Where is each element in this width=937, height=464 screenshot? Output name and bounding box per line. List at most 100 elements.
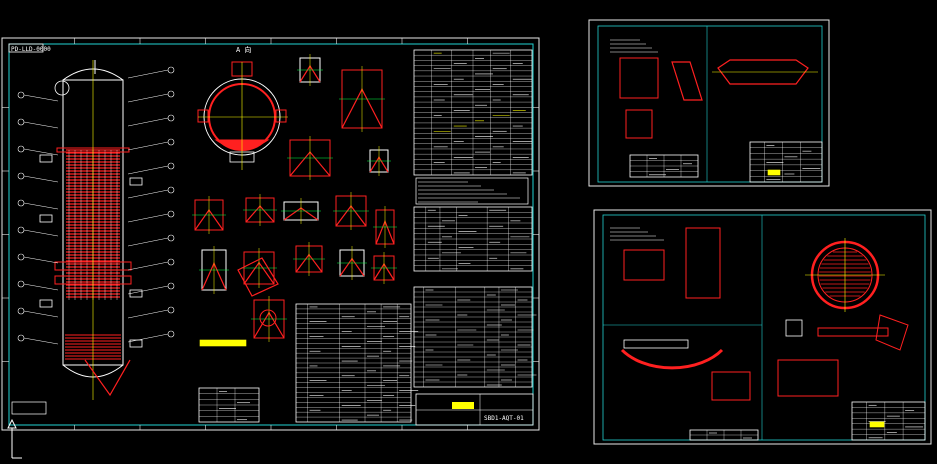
detail-view [339, 66, 385, 132]
side-nozzle [39, 154, 53, 163]
callout-balloon [17, 253, 25, 261]
leader-line-left [23, 175, 59, 183]
title-block-highlight [452, 402, 474, 409]
sheet3-small-table [689, 429, 759, 441]
detail-view [192, 196, 226, 234]
callout-balloon [167, 114, 175, 122]
right-nozzle [275, 109, 287, 123]
parts-list-b [295, 303, 419, 423]
callout-balloon [167, 306, 175, 314]
leader-line-left [23, 256, 59, 264]
sheet2-flange-section [619, 57, 659, 99]
callout-balloon [17, 145, 25, 153]
side-nozzle [129, 177, 143, 186]
leader-line-left [23, 229, 59, 237]
detail-view [333, 192, 369, 230]
nozzle-table [413, 206, 533, 272]
leader-line-right [127, 165, 169, 175]
detail-view [337, 246, 367, 280]
corner-stamp [11, 401, 47, 415]
technical-notes-box [415, 177, 529, 205]
detail-view [251, 296, 287, 342]
sheet3-small-detail [785, 319, 803, 337]
sheet2-highlight [767, 169, 781, 176]
detail-view [241, 248, 277, 288]
parts-list-a [413, 286, 537, 388]
callout-balloon [167, 282, 175, 290]
detail-view [297, 54, 323, 86]
main-title-tag: PD-LLD-0000 [11, 46, 51, 53]
sheet3-plate [623, 339, 689, 349]
leader-line-right [127, 69, 169, 79]
left-nozzle [197, 109, 209, 123]
sheet3-outer-frame [593, 209, 932, 445]
callout-balloon [167, 330, 175, 338]
detail-view [281, 198, 321, 224]
drawing-number: SBD1-AQT-01 [484, 415, 524, 422]
detail-sheet-3 [593, 209, 932, 445]
sheet3-section-3 [711, 371, 751, 401]
sheet3-section-5 [875, 314, 909, 351]
sheet2-long-part [717, 59, 809, 85]
leader-line-left [23, 202, 59, 210]
main-title-tag-box [8, 43, 44, 53]
leader-line-right [127, 213, 169, 223]
sheet2-inner-frame [597, 25, 823, 183]
leader-line-right [127, 237, 169, 247]
sheet2-small-table [629, 154, 699, 178]
side-nozzle [39, 214, 53, 223]
detail-view [367, 146, 391, 176]
side-nozzle [39, 299, 53, 308]
leader-line-right [127, 141, 169, 151]
top-nozzle-flange [54, 80, 70, 96]
leader-line-left [23, 283, 59, 291]
highlight-strip [199, 339, 247, 347]
sheet3-details [603, 215, 926, 441]
callout-balloon [167, 162, 175, 170]
detail-view [199, 246, 229, 294]
main-title-block: SBD1-AQT-01 [415, 393, 534, 426]
callout-balloon [167, 66, 175, 74]
section-a-view: A 向 [197, 45, 288, 170]
callout-balloon [17, 118, 25, 126]
detail-ring [259, 309, 277, 327]
main-drawing-sheet: PD-LLD-0000 A 向 SBD1-AQT-01 [1, 37, 540, 431]
sheet3-highlight [869, 421, 885, 428]
sheet2-title-block-border [749, 141, 823, 183]
detail-sheet-2 [588, 19, 830, 187]
detail-view [371, 252, 397, 284]
leader-line-right [127, 93, 169, 103]
leader-line-right [127, 285, 169, 295]
leader-line-right [127, 189, 169, 199]
design-data-table [413, 49, 533, 176]
leader-line-left [23, 148, 59, 156]
sheet3-arc-detail [620, 348, 724, 370]
leader-line-right [127, 261, 169, 271]
view-label-a: A 向 [236, 45, 251, 54]
sheet3-section-2 [685, 227, 721, 299]
revision-table [198, 387, 260, 423]
callout-balloon [17, 334, 25, 342]
callout-balloon [167, 90, 175, 98]
support-legs [84, 359, 131, 397]
leader-line-left [23, 337, 59, 345]
main-outer-frame [1, 37, 540, 431]
specification-tables [11, 49, 537, 423]
leader-line-right [127, 117, 169, 127]
detail-view [243, 194, 277, 226]
detail-views [192, 54, 397, 342]
sheet3-title-block-border [851, 401, 926, 441]
sheet2-cone-detail [671, 61, 703, 101]
leader-line-left [23, 121, 59, 129]
callout-balloon [167, 234, 175, 242]
main-grid-ticks [2, 38, 539, 430]
vessel-elevation-view [17, 60, 175, 400]
sheet2-outer-frame [588, 19, 830, 187]
rotated-detail [237, 257, 279, 297]
callout-balloon [17, 226, 25, 234]
detail-view [373, 206, 397, 248]
callout-balloon [167, 258, 175, 266]
leader-line-left [23, 94, 59, 102]
callout-balloon [167, 186, 175, 194]
